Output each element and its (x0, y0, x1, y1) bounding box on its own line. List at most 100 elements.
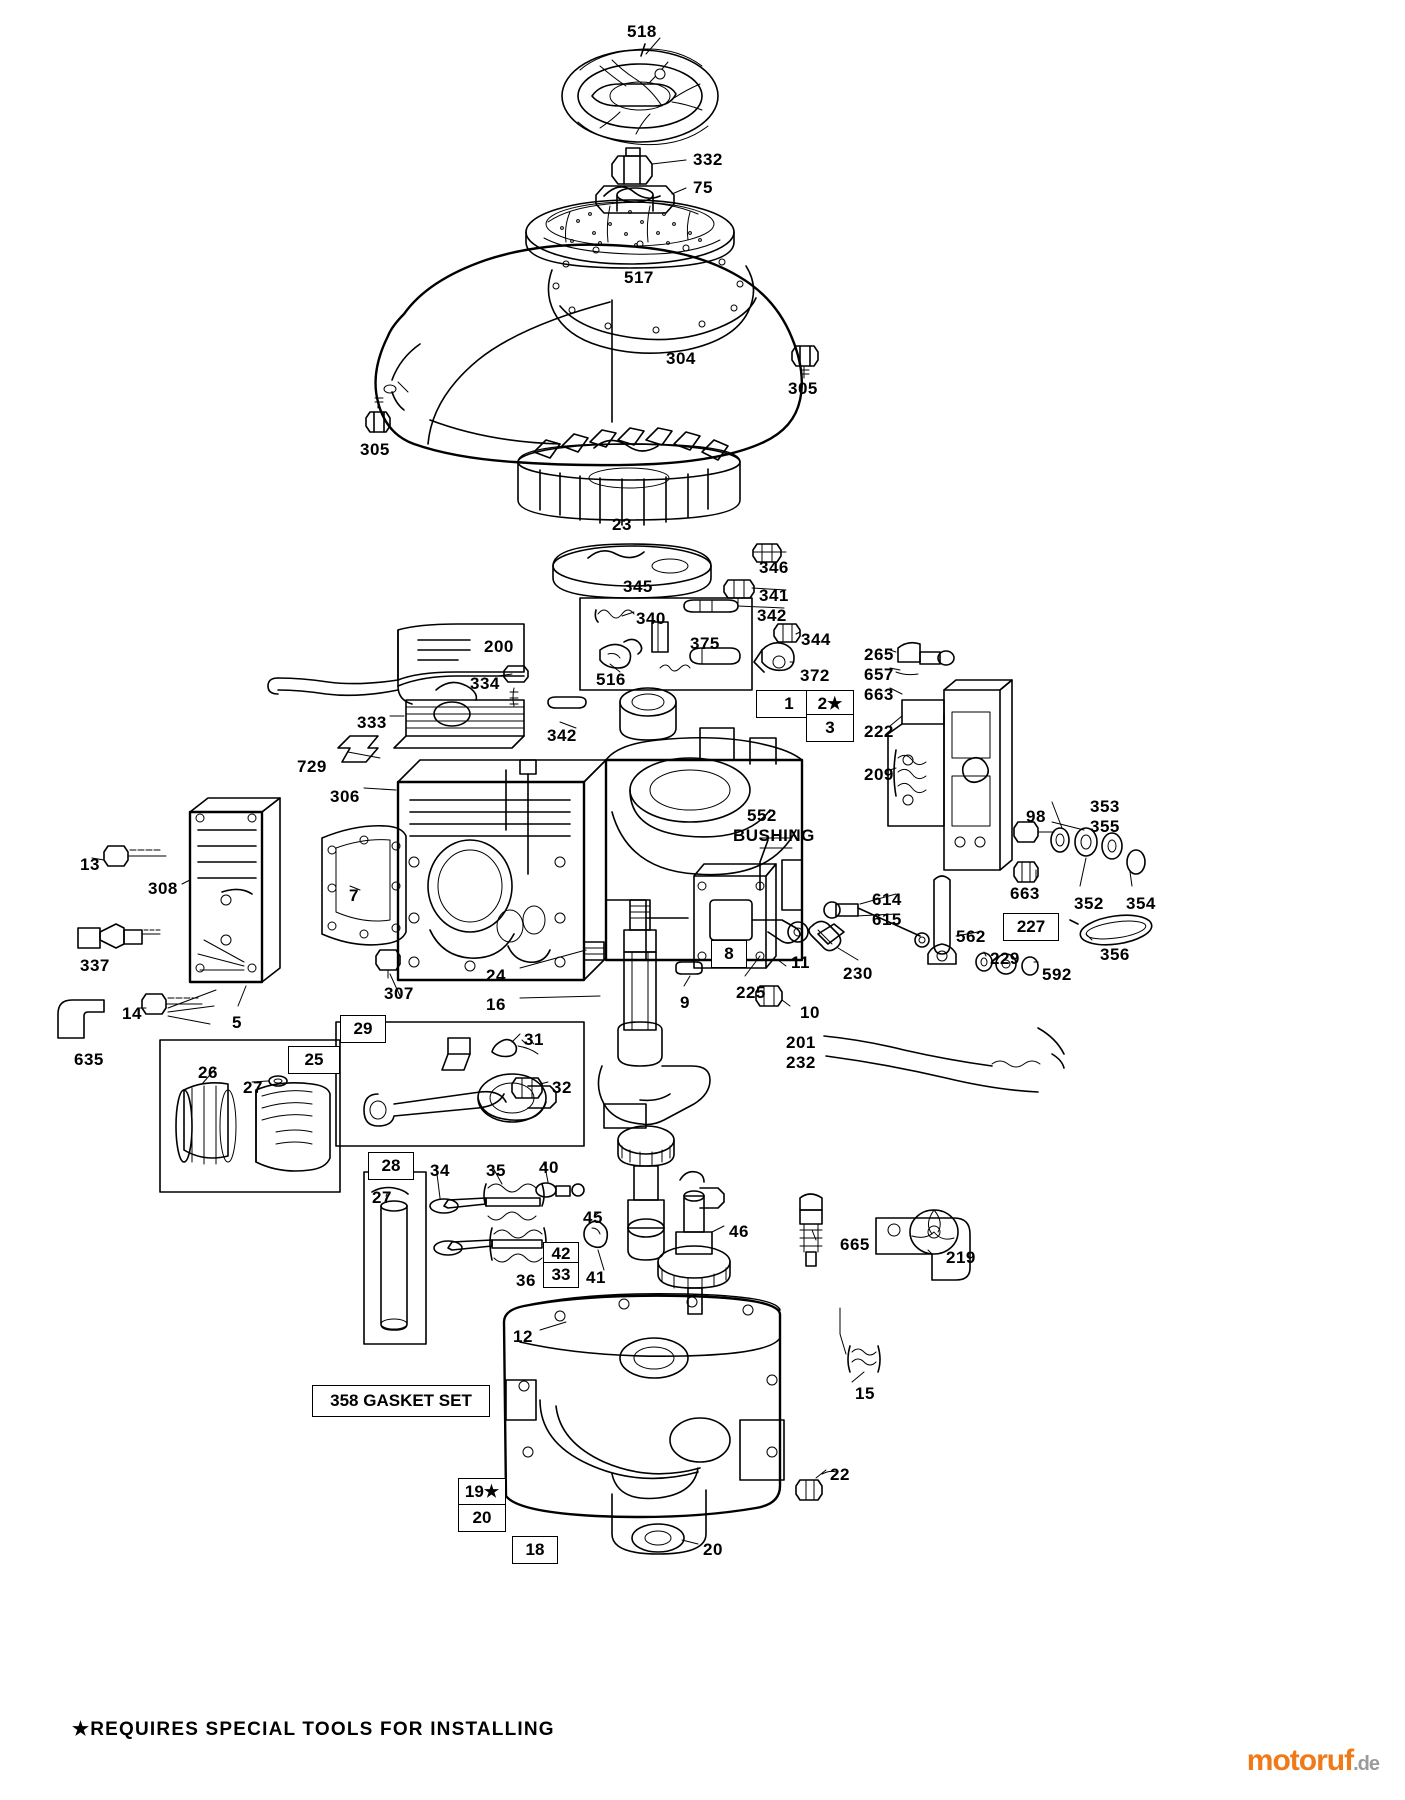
boxed-callout-18: 18 (512, 1536, 558, 1564)
part-346-screw (752, 543, 782, 563)
callout-372: 372 (800, 666, 830, 685)
callout-592: 592 (1042, 965, 1072, 984)
part-635-elbow (57, 999, 105, 1039)
part-308-cylinder-head (188, 797, 281, 984)
part-28-piston-pin (380, 1200, 408, 1331)
callout-201: 201 (786, 1033, 816, 1052)
part-34-valve-a (429, 1197, 541, 1214)
callout-353: 353 (1090, 797, 1120, 816)
part-7-head-gasket (321, 824, 407, 946)
part-304-blower-housing (374, 240, 803, 467)
part-340-spring (594, 609, 635, 623)
part-10-screw (755, 985, 783, 1007)
part-345-cover (552, 543, 712, 599)
callout-663: 663 (1010, 884, 1040, 903)
part-518-rope-assembly (561, 48, 719, 146)
callout-34: 34 (430, 1161, 450, 1180)
part-341-nut (723, 579, 755, 609)
part-342-dowel (547, 696, 587, 709)
part-45-retainer (583, 1220, 609, 1249)
callout-308: 308 (148, 879, 178, 898)
callout-342: 342 (757, 606, 787, 625)
part-372-lever (753, 642, 795, 673)
watermark-tld: .de (1353, 1753, 1380, 1775)
callout-41: 41 (586, 1268, 606, 1287)
callout-26: 26 (198, 1063, 218, 1082)
part-265-657-group (895, 641, 955, 676)
callout-200: 200 (484, 637, 514, 656)
part-23-flywheel (517, 427, 741, 526)
callout-46: 46 (729, 1222, 749, 1241)
part-9-rod (675, 961, 703, 975)
callout-31: 31 (524, 1030, 544, 1049)
part-27-pin-clip (371, 1186, 409, 1195)
callout-552: 552 (747, 806, 777, 825)
callout-24: 24 (486, 966, 506, 985)
part-40-retainer (535, 1182, 585, 1198)
part-18-sump (502, 1292, 785, 1555)
callout-517: 517 (624, 268, 654, 287)
watermark-name: motoruf (1246, 1744, 1354, 1777)
callout-342: 342 (547, 726, 577, 745)
part-201-232-rods (823, 1027, 1065, 1093)
callout-356: 356 (1100, 945, 1130, 964)
part-229-592-washers (975, 952, 1039, 976)
callout-344: 344 (801, 630, 831, 649)
callout-9: 9 (680, 993, 690, 1012)
callout-615: 615 (872, 910, 902, 929)
part-27-clip (268, 1075, 288, 1087)
callout-222: 222 (864, 722, 894, 741)
special-tools-footnote: ★REQUIRES SPECIAL TOOLS FOR INSTALLING (72, 1719, 555, 1740)
part-225-gear (817, 923, 845, 945)
callout-516: 516 (596, 670, 626, 689)
part-spring-b (489, 1227, 547, 1263)
callout-635: 635 (74, 1050, 104, 1069)
part-729-clip (337, 735, 379, 763)
callout-265: 265 (864, 645, 894, 664)
part-15-spring (847, 1345, 881, 1373)
part-plug-wire (267, 677, 399, 697)
boxed-callout-3: 3 (806, 714, 854, 742)
callout-12: 12 (513, 1327, 533, 1346)
callout-10: 10 (800, 1003, 820, 1022)
callout-352: 352 (1074, 894, 1104, 913)
part-517-screen (525, 186, 735, 269)
part-305-screw-left (365, 397, 391, 433)
part-98-screw (1013, 821, 1055, 843)
callout-27: 27 (243, 1078, 263, 1097)
part-209-spring (893, 749, 927, 797)
callout-13: 13 (80, 855, 100, 874)
callout-345: 345 (623, 577, 653, 596)
callout-209: 209 (864, 765, 894, 784)
part-219-bracket (875, 1209, 971, 1281)
boxed-callout-358gasketset: 358 GASKET SET (312, 1385, 490, 1417)
callout-16: 16 (486, 995, 506, 1014)
callout-614: 614 (872, 890, 902, 909)
callout-337: 337 (80, 956, 110, 975)
part-24-sleeve (583, 941, 605, 961)
part-334-screw (503, 665, 529, 707)
callout-305: 305 (788, 379, 818, 398)
part-353-355-washers (1050, 827, 1146, 875)
callout-334: 334 (470, 674, 500, 693)
callout-657: 657 (864, 665, 894, 684)
callout-23: 23 (612, 515, 632, 534)
part-333-coil (393, 681, 525, 749)
boxed-callout-227: 227 (1003, 913, 1059, 941)
callout-332: 332 (693, 150, 723, 169)
callout-518: 518 (627, 22, 657, 41)
boxed-callout-20: 20 (458, 1504, 506, 1532)
part-connecting-rod (363, 1073, 557, 1127)
callout-340: 340 (636, 609, 666, 628)
callout-230: 230 (843, 964, 873, 983)
part-25-piston (255, 1082, 331, 1172)
part-14-screw (141, 993, 203, 1015)
callout-355: 355 (1090, 817, 1120, 836)
callout-663: 663 (864, 685, 894, 704)
callout-341: 341 (759, 586, 789, 605)
callout-229: 229 (990, 949, 1020, 968)
callout-333: 333 (357, 713, 387, 732)
boxed-callout-33: 33 (543, 1262, 579, 1288)
callout-375: 375 (690, 634, 720, 653)
